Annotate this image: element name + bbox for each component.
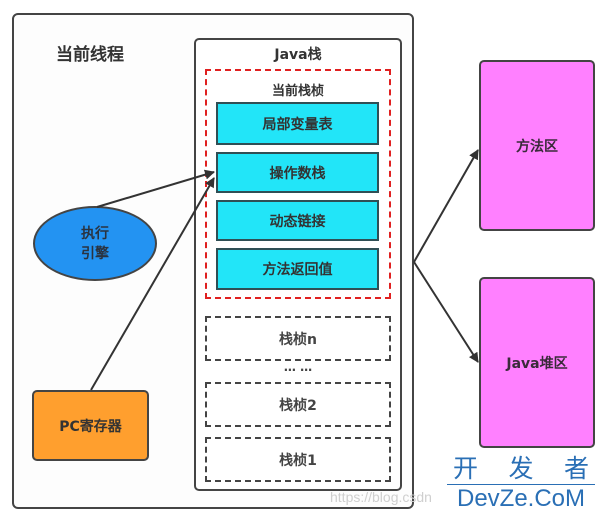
execution-engine: 执行 引擎 — [33, 206, 157, 281]
method-area: 方法区 — [479, 60, 595, 231]
watermark-logo-char: 开 — [453, 454, 479, 483]
java-stack-title: Java栈 — [274, 47, 322, 63]
watermark-logo-char: 者 — [563, 454, 589, 483]
pc-register: PC寄存器 — [32, 390, 149, 461]
stack-frame-1: 栈桢1 — [205, 437, 391, 482]
watermark-divider — [447, 484, 595, 485]
current-stack-frame-title: 当前栈桢 — [271, 84, 324, 99]
current-thread-title: 当前线程 — [56, 45, 124, 65]
execution-engine-line1: 执行 — [81, 225, 109, 242]
java-heap: Java堆区 — [479, 277, 595, 448]
local-variable-table: 局部变量表 — [216, 102, 379, 145]
watermark-logo-text: DevZe.CoM — [456, 485, 586, 512]
watermark-logo-char: 发 — [508, 454, 534, 483]
arrow-engine-to-operand-stack — [96, 169, 215, 208]
arrow-stack-to-method-area — [413, 149, 479, 263]
return-address: 方法返回值 — [216, 248, 379, 290]
execution-engine-line2: 引擎 — [81, 245, 109, 262]
watermark-logo: 开 发 者 DevZe.CoM — [447, 455, 595, 512]
frames-ellipsis: … … — [283, 360, 313, 374]
operand-stack: 操作数栈 — [216, 152, 379, 193]
stack-frame-2: 栈桢2 — [205, 382, 391, 427]
dynamic-linking: 动态链接 — [216, 200, 379, 241]
arrow-stack-to-heap — [413, 261, 479, 363]
watermark-url: https://blog.csdn — [330, 489, 432, 505]
arrow-pc-to-operand-stack — [90, 177, 215, 391]
stack-frame-n: 栈桢n — [205, 316, 391, 361]
